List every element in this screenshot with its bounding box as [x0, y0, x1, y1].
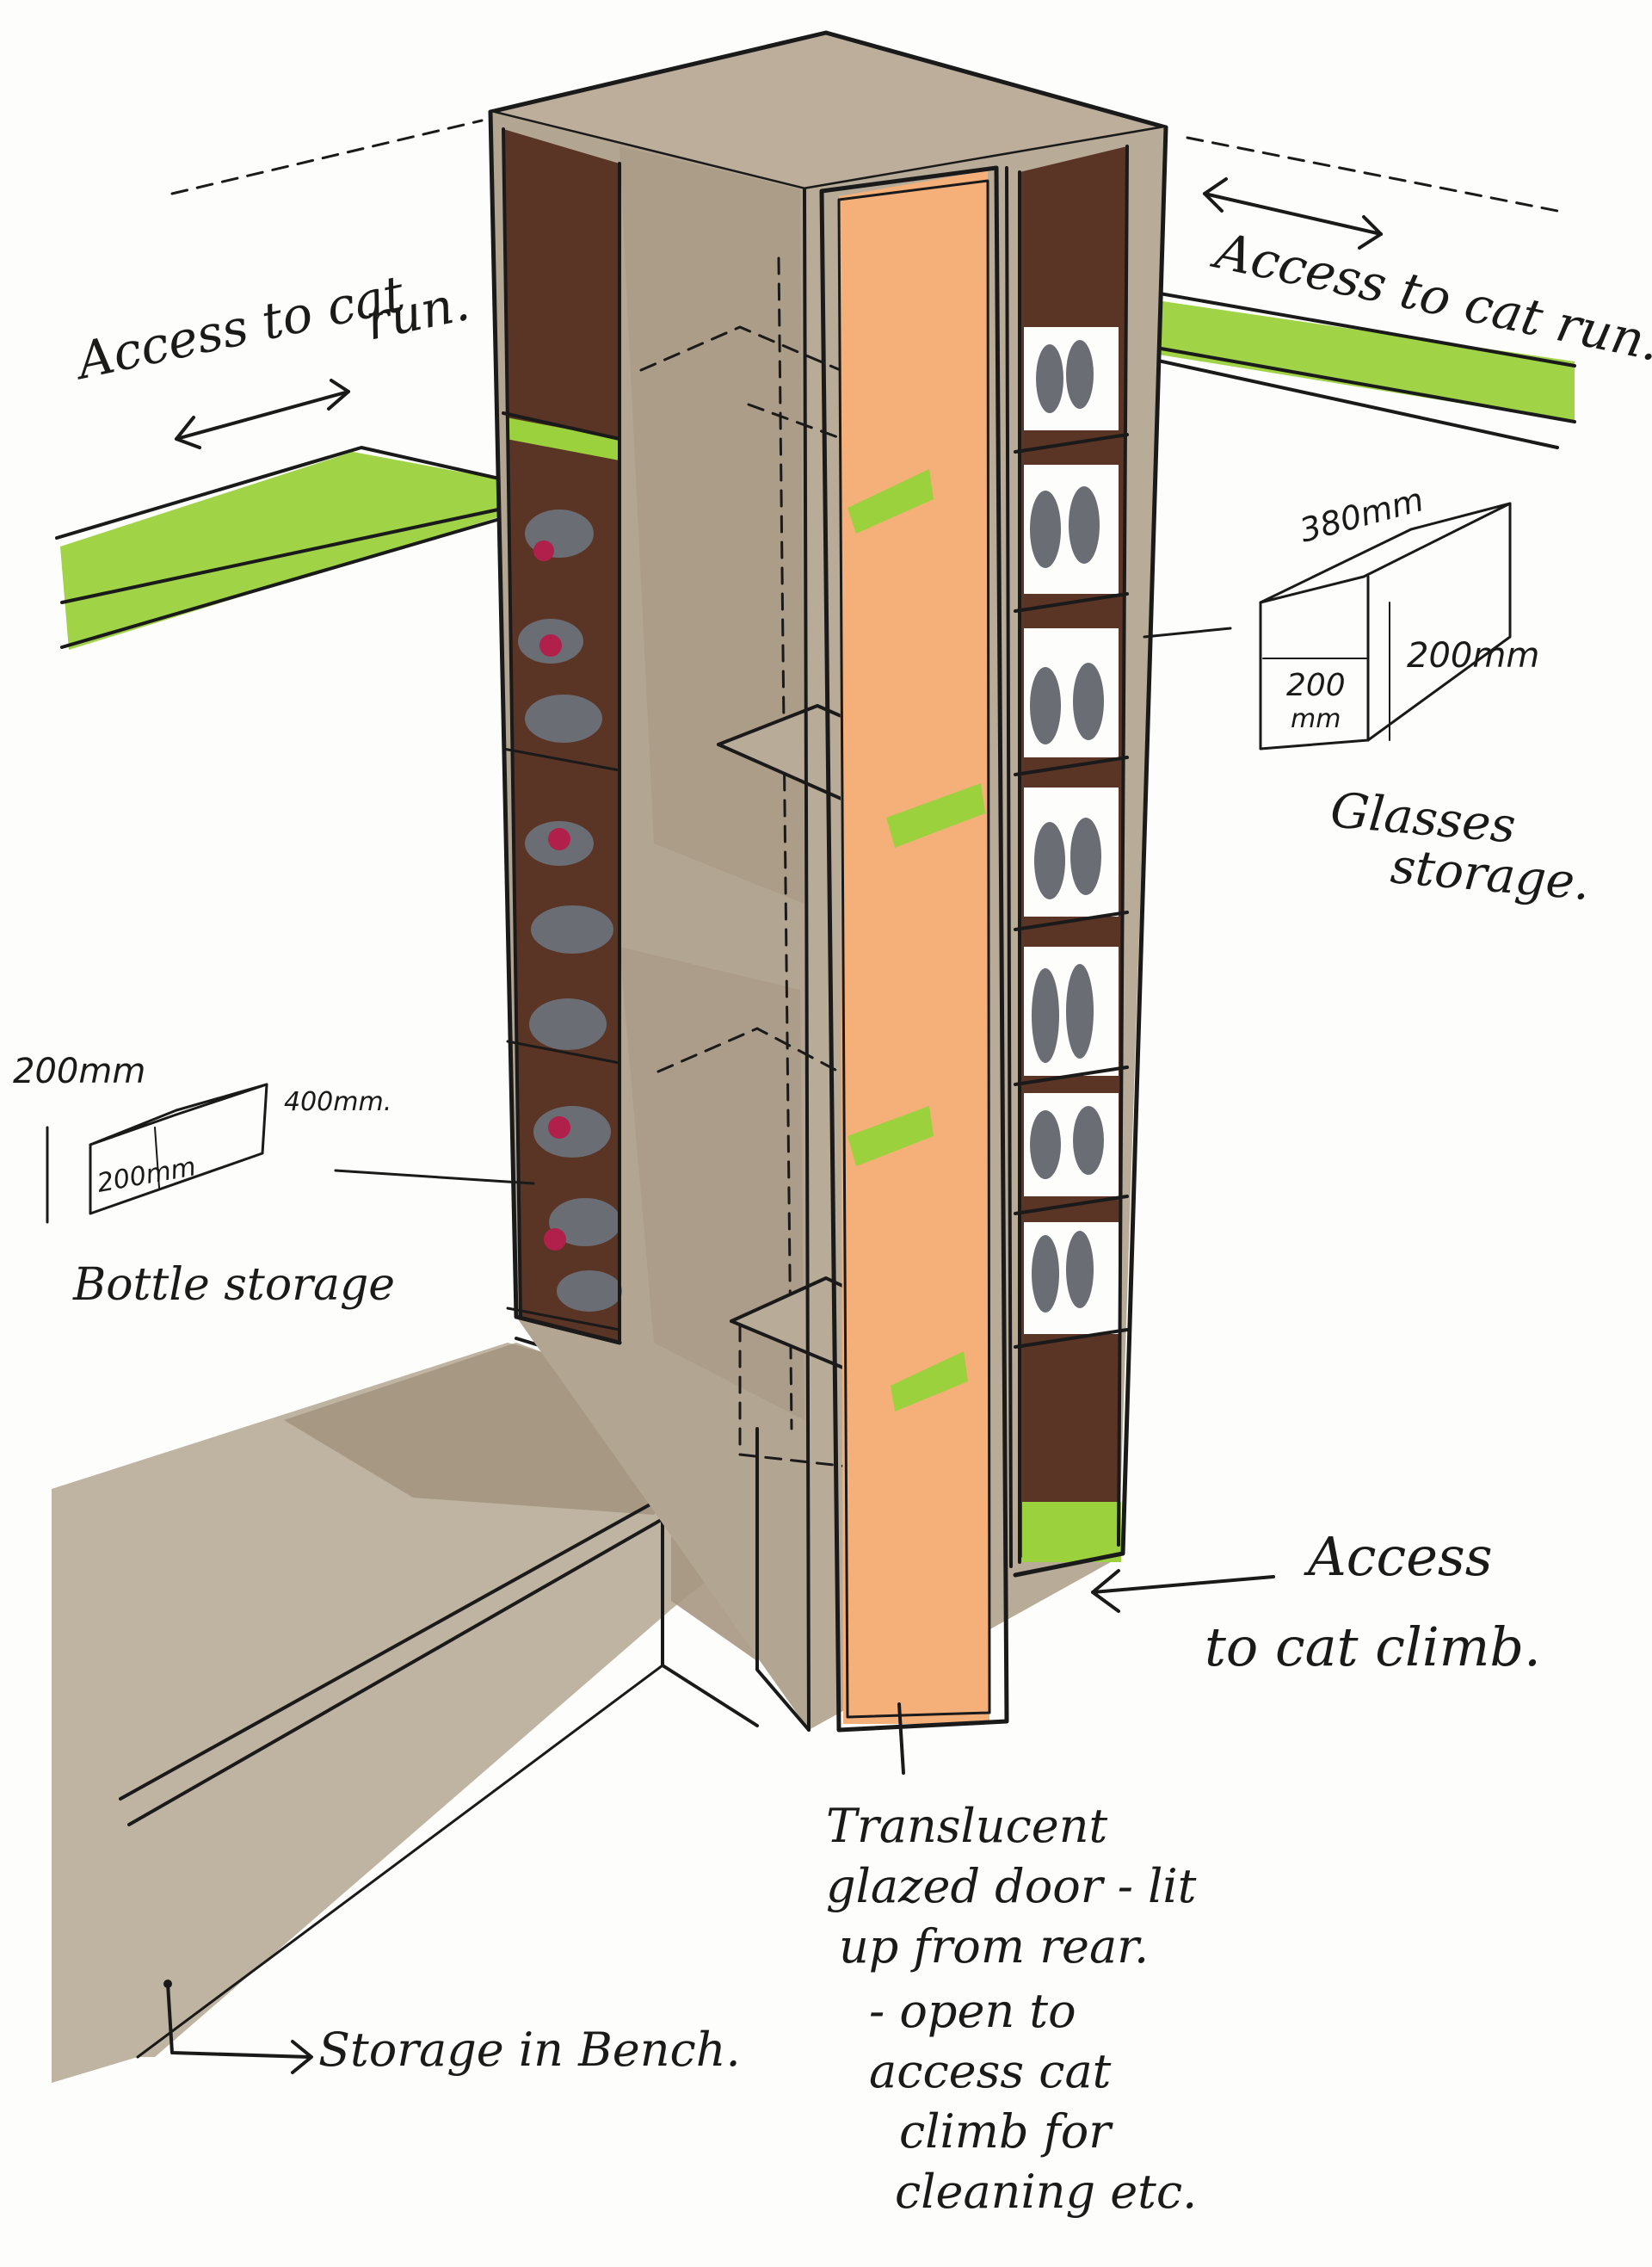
glasses-dim-height: 200mm — [1407, 636, 1539, 676]
glasses-dim-width-unit: mm — [1291, 704, 1341, 734]
glasses-dim-depth: 380mm — [1296, 480, 1427, 549]
glasses-rack — [1014, 327, 1129, 1562]
double-arrow-icon — [175, 379, 350, 449]
bottle-storage-label: Bottle storage — [72, 1259, 395, 1311]
arrow-left-icon — [1091, 1569, 1275, 1613]
door-note-line3: up from rear. — [839, 1919, 1149, 1974]
bottle-rack-shelves — [502, 411, 621, 1331]
ceiling-line — [170, 119, 1559, 213]
cabinet-tower — [488, 30, 1168, 1733]
access-cat-run-left-note: Access to cat run. — [68, 264, 474, 449]
cat-run-shelf-left — [55, 446, 516, 650]
bottle-storage-diagram: 200mm 400mm. 200mm Bottle storage — [13, 1052, 535, 1311]
door-note-line1: Translucent — [826, 1799, 1108, 1853]
door-note-line6: climb for — [899, 2104, 1113, 2159]
bottle-dim-width: 200mm — [95, 1152, 198, 1199]
door-note-line4: - open to — [869, 1984, 1076, 2038]
bench-storage-label: Storage in Bench. — [318, 2023, 741, 2077]
access-cat-climb-line2: to cat climb. — [1205, 1615, 1541, 1678]
door-note-line5: access cat — [869, 2044, 1112, 2098]
access-cat-climb-note: Access to cat climb. — [1091, 1525, 1541, 1678]
door-note-line2: glazed door - lit — [826, 1859, 1197, 1913]
bench-note: Storage in Bench. — [163, 1980, 741, 2077]
bottle-dim-depth: 400mm. — [284, 1087, 391, 1117]
glasses-dim-width-num: 200 — [1286, 668, 1346, 703]
wine-bottles — [518, 510, 622, 1312]
access-cat-run-left-line1: Access to cat — [68, 264, 410, 392]
glazed-door — [819, 165, 1009, 1733]
door-note-line7: cleaning etc. — [895, 2165, 1197, 2219]
bottle-dim-height: 200mm — [13, 1052, 145, 1091]
double-arrow-icon — [1203, 177, 1383, 250]
glazed-door-note: Translucent glazed door - lit up from re… — [826, 1702, 1197, 2219]
glasses-storage-diagram: 380mm 200mm 200 mm Glasses storage. — [1143, 480, 1593, 911]
access-cat-climb-line1: Access — [1304, 1525, 1493, 1588]
glasses-storage-line2: storage. — [1389, 838, 1593, 911]
